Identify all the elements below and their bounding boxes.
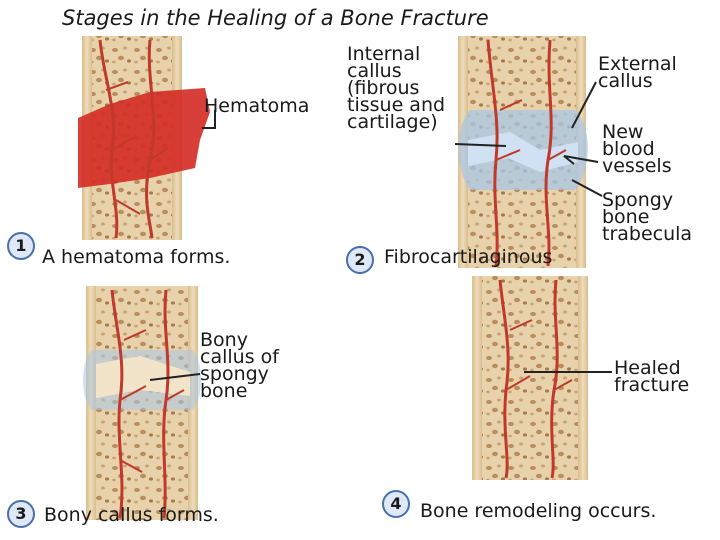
bone-stage-2 (458, 36, 588, 268)
label-bony-callus: Bony callus of spongy bone (200, 329, 279, 402)
figure-title: Stages in the Healing of a Bone Fracture (62, 6, 489, 30)
internal-callus (468, 132, 578, 172)
hematoma-leader (202, 110, 216, 129)
stage-2-leaders (454, 81, 603, 197)
label-external-callus: External callus (598, 53, 677, 92)
bone-stage-3 (83, 286, 201, 520)
stage-2-caption: Fibrocartilaginous (384, 246, 553, 268)
stage-1-number: 1 (7, 232, 35, 260)
stage-1-caption: A hematoma forms. (42, 246, 231, 268)
stage-3-number: 3 (7, 500, 35, 528)
bone-stage-4 (472, 276, 588, 480)
stage-3-caption: Bony callus forms. (44, 504, 219, 526)
bony-callus-leader (149, 373, 201, 381)
stage-4-number: 4 (382, 490, 410, 518)
label-healed-fracture: Healed fracture (614, 357, 690, 396)
label-spongy-bone-trabecula: Spongy bone trabecula (602, 189, 693, 245)
stage-4-caption: Bone remodeling occurs. (420, 500, 657, 522)
label-internal-callus: Internal callus (fibrous tissue and cart… (347, 43, 446, 133)
label-new-blood-vessels: New blood vessels (602, 121, 672, 177)
stage-2-number: 2 (346, 246, 374, 274)
label-hematoma: Hematoma (204, 95, 310, 117)
bone-stage-1 (78, 36, 210, 240)
